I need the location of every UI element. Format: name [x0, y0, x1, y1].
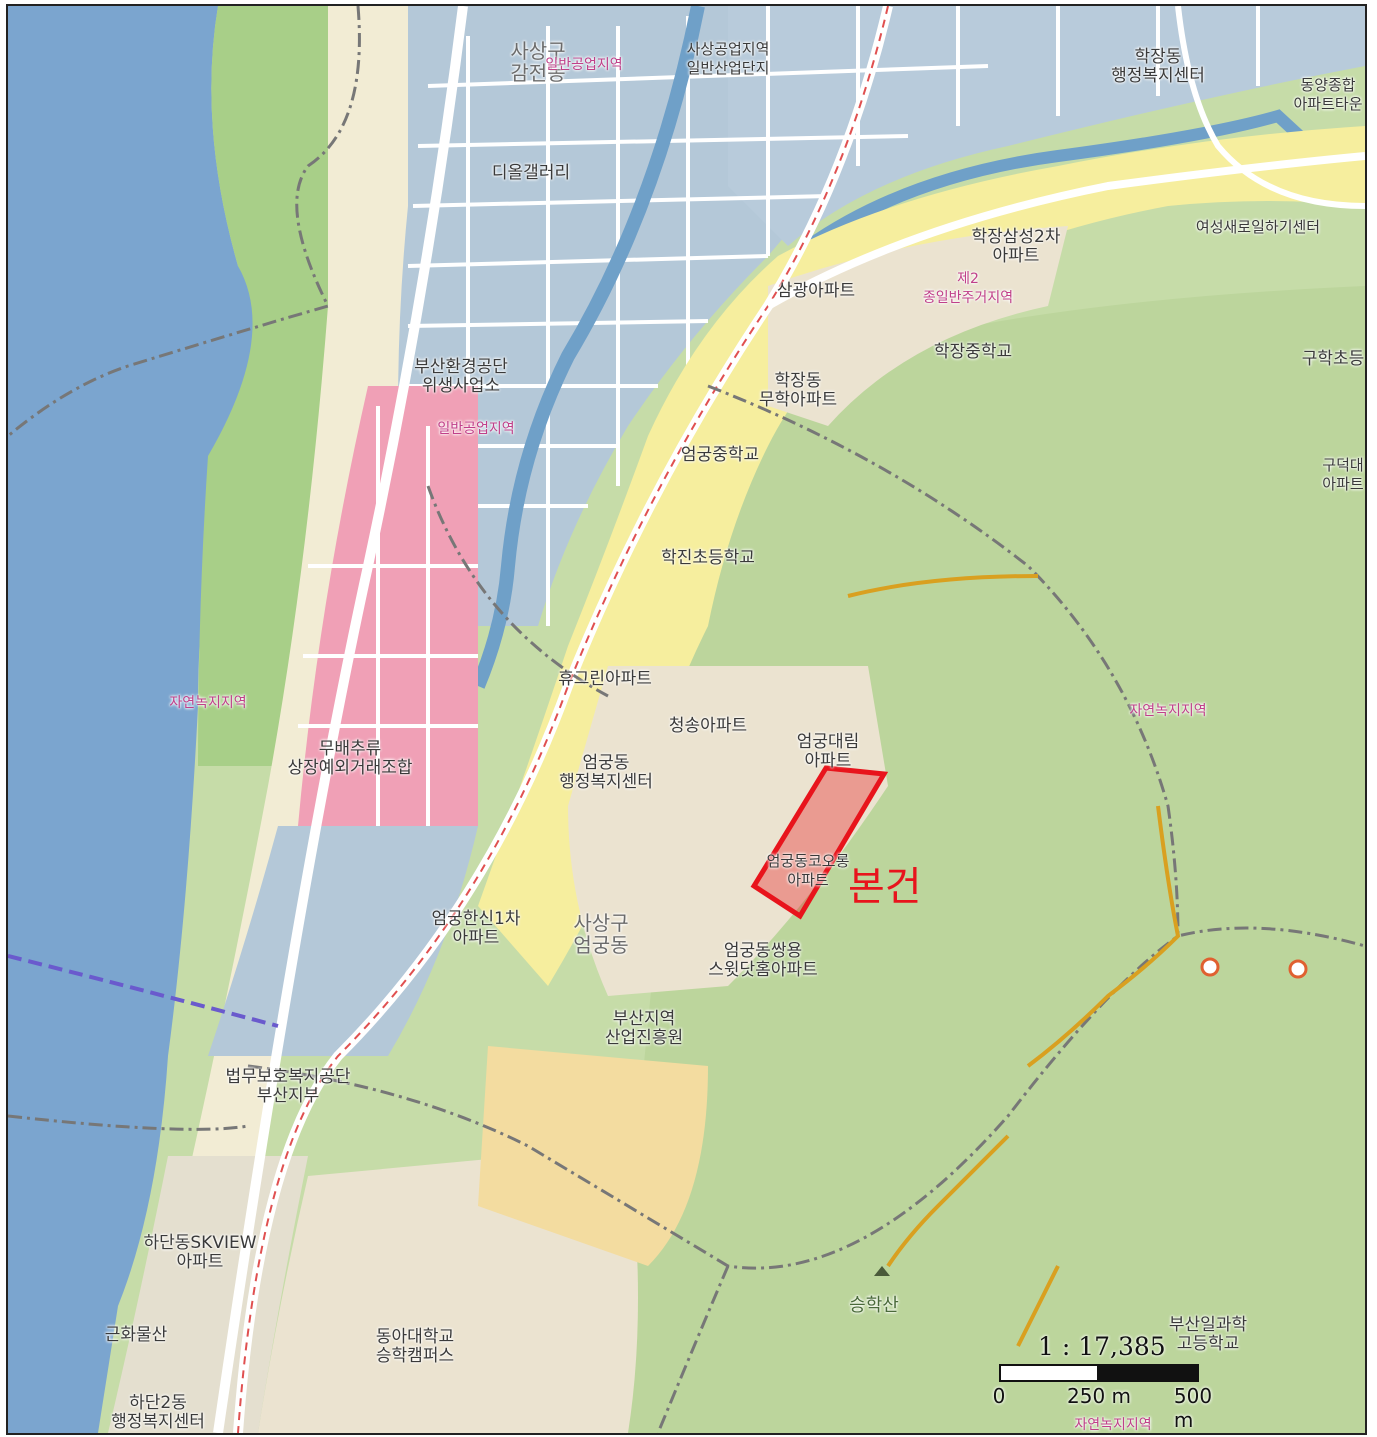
scale-segment-black	[1099, 1364, 1199, 1382]
label-hadan-skview: 하단동SKVIEW 아파트	[143, 1233, 257, 1272]
label-eomgung-office: 엄궁동 행정복지센터	[559, 753, 653, 792]
subject-label: 본건	[848, 864, 922, 910]
subject-parcel	[750, 765, 889, 920]
label-seunghak-mt: 승학산	[849, 1295, 899, 1316]
label-guhak-elem: 구학초등	[1301, 349, 1365, 369]
industrial-southwest	[208, 826, 478, 1056]
label-eomgung-hanshin: 엄궁한신1차 아파트	[431, 909, 521, 948]
label-hakjang-muhak: 학장동 무학아파트	[758, 371, 838, 410]
residential-beige	[568, 666, 888, 996]
label-busan-env: 부산환경공단 위생사업소	[414, 357, 508, 396]
label-eomgung-ssangyong: 엄궁동쌍용 스윗닷홈아파트	[708, 941, 818, 980]
label-hakjin-elem: 학진초등학교	[661, 548, 755, 568]
scale-tick-500: 500 m	[1173, 1384, 1213, 1432]
label-cheongsong-apt: 청송아파트	[668, 716, 748, 736]
east-road	[766, 152, 1365, 310]
label-donga-univ: 동아대학교 승학캠퍼스	[375, 1327, 455, 1366]
scale-tick-250: 250 m	[1066, 1384, 1132, 1408]
railway	[237, 6, 889, 1433]
label-hakjang-middle: 학장중학교	[933, 342, 1013, 362]
zone-green-left: 자연녹지지역	[169, 695, 247, 711]
label-hadan2-office: 하단2동 행정복지센터	[111, 1393, 205, 1432]
zone-industrial-top: 일반공업지역	[545, 57, 623, 73]
label-sasang-eomgung: 사상구 엄궁동	[573, 911, 629, 957]
residential-northeast	[768, 226, 1068, 426]
label-gudeok-apt: 구덕대 아파트	[1322, 456, 1364, 493]
riverside-road	[213, 6, 468, 1433]
district-boundary	[8, 6, 1365, 1433]
label-busan-ilgwa: 부산일과학 고등학교	[1168, 1315, 1248, 1354]
label-hugreen-apt: 휴그린아파트	[558, 669, 652, 689]
label-samgwang-apt: 삼광아파트	[776, 281, 856, 301]
label-yeoseong-center: 여성새로일하기센터	[1195, 218, 1321, 236]
label-diol-gallery: 디올갤러리	[491, 163, 571, 183]
zone-green-bottom: 자연녹지지역	[1074, 1417, 1152, 1433]
label-sasang-industrial: 사상공업지역 일반산업단지	[686, 40, 770, 77]
commercial-streets	[298, 406, 478, 826]
peak-icon	[874, 1266, 890, 1276]
label-busan-industry: 부산지역 산업진흥원	[604, 1009, 684, 1048]
trail-junction-2	[1288, 959, 1308, 979]
farm-area	[478, 1046, 708, 1266]
residential-corridor	[478, 126, 1365, 986]
scale-tick-0: 0	[992, 1384, 1006, 1408]
hiking-trails	[847, 574, 1181, 1347]
trail-junction-1	[1200, 957, 1220, 977]
zone-residential2: 제2 종일반주거지역	[922, 271, 1014, 306]
canal-east	[804, 109, 1365, 251]
riverbank-green	[198, 6, 333, 766]
label-dongyang-apt: 동양종합 아파트타운	[1293, 76, 1363, 113]
sand-strip	[128, 6, 463, 1433]
industrial-east	[728, 6, 1365, 246]
admin-boundary	[8, 954, 279, 1028]
base-map[interactable]	[8, 6, 1365, 1433]
scale-ratio: 1 : 17,385	[1038, 1332, 1166, 1361]
scale-bar: 1 : 17,385 0 250 m 500 m	[992, 1328, 1213, 1432]
label-eomgung-middle: 엄궁중학교	[680, 445, 760, 465]
label-eomgung-daerim: 엄궁대림 아파트	[796, 732, 860, 771]
zone-green-right: 자연녹지지역	[1129, 703, 1207, 719]
river	[8, 6, 266, 1433]
label-agri-market: 무배추류 상장예외거래조합	[287, 739, 413, 778]
hill-area	[608, 286, 1365, 1433]
north-road	[1175, 6, 1365, 209]
label-hakjang-samsung: 학장삼성2차 아파트	[971, 227, 1061, 266]
label-legal-welfare: 법무보호복지공단 부산지부	[225, 1067, 351, 1106]
label-eomgung-corolla: 엄궁동코오롱 아파트	[766, 852, 850, 889]
canal	[471, 6, 705, 689]
label-geunhwa-mt: 근화물산	[104, 1325, 168, 1345]
label-sasang-gamjeon: 사상구 감전동	[510, 39, 566, 85]
map-frame[interactable]: 사상구 감전동 사상공업지역 일반산업단지 학장동 행정복지센터 동양종합 아파…	[6, 4, 1367, 1435]
scale-segment-white	[999, 1364, 1099, 1382]
label-hakjang-office: 학장동 행정복지센터	[1111, 47, 1205, 86]
zone-industrial-mid: 일반공업지역	[437, 421, 515, 437]
hadan-area	[108, 1156, 308, 1433]
